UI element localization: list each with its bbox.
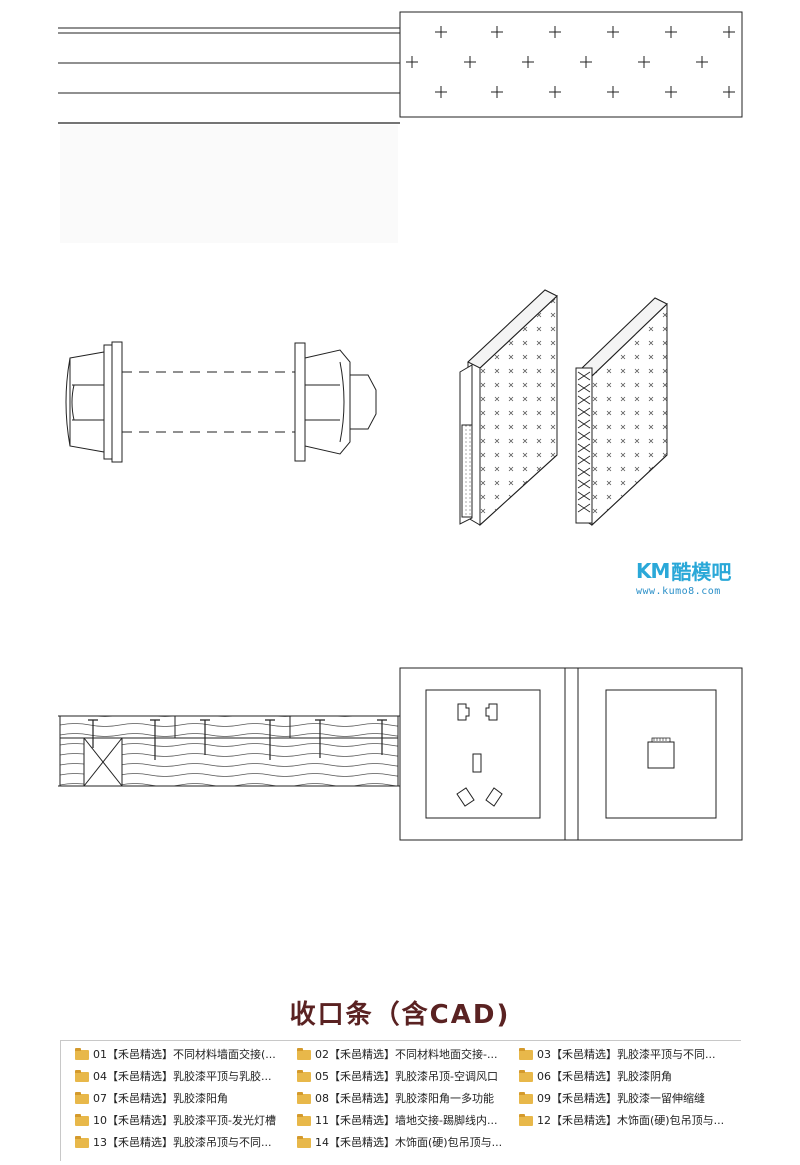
file-label: 12【禾邑精选】木饰面(硬)包吊顶与...	[537, 1114, 725, 1127]
folder-icon	[75, 1070, 89, 1082]
file-item[interactable]: 13【禾邑精选】乳胶漆吊顶与不同...	[75, 1131, 297, 1153]
wall-socket-drawing	[399, 667, 743, 841]
folder-icon	[75, 1136, 89, 1148]
file-explorer-list: 01【禾邑精选】不同材料墙面交接(... 02【禾邑精选】不同材料地面交接-..…	[60, 1040, 741, 1161]
file-item[interactable]: 08【禾邑精选】乳胶漆阳角一多功能	[297, 1087, 519, 1109]
file-label: 06【禾邑精选】乳胶漆阴角	[537, 1070, 672, 1083]
folder-icon	[297, 1114, 311, 1126]
file-label: 11【禾邑精选】墙地交接-踢脚线内...	[315, 1114, 498, 1127]
file-item[interactable]: 02【禾邑精选】不同材料地面交接-...	[297, 1043, 519, 1065]
folder-icon	[297, 1070, 311, 1082]
folder-icon	[519, 1092, 533, 1104]
folder-icon	[75, 1114, 89, 1126]
file-label: 08【禾邑精选】乳胶漆阳角一多功能	[315, 1092, 494, 1105]
cross-pattern-panel	[399, 11, 743, 118]
kumo-watermark-logo: KM 酷模吧 www.kumo8.com	[636, 556, 756, 598]
file-label: 04【禾邑精选】乳胶漆平顶与乳胶...	[93, 1070, 272, 1083]
folder-icon	[297, 1048, 311, 1060]
file-item[interactable]: 11【禾邑精选】墙地交接-踢脚线内...	[297, 1109, 519, 1131]
file-item[interactable]: 03【禾邑精选】乳胶漆平顶与不同...	[519, 1043, 741, 1065]
logo-brand-cn: 酷模吧	[671, 560, 732, 584]
file-item[interactable]: 10【禾邑精选】乳胶漆平顶-发光灯槽	[75, 1109, 297, 1131]
folder-icon	[297, 1092, 311, 1104]
perspective-panels-drawing	[459, 289, 668, 527]
file-item[interactable]: 14【禾邑精选】木饰面(硬)包吊顶与...	[297, 1131, 519, 1153]
file-label: 14【禾邑精选】木饰面(硬)包吊顶与...	[315, 1136, 503, 1149]
wood-screw-section-drawing	[58, 715, 400, 787]
folder-icon	[519, 1048, 533, 1060]
logo-url: www.kumo8.com	[636, 586, 721, 597]
layered-profile-drawing	[58, 27, 400, 243]
file-label: 09【禾邑精选】乳胶漆一留伸缩缝	[537, 1092, 705, 1105]
file-label: 10【禾邑精选】乳胶漆平顶-发光灯槽	[93, 1114, 276, 1127]
logo-brand: KM	[636, 558, 670, 583]
file-item[interactable]: 01【禾邑精选】不同材料墙面交接(...	[75, 1043, 297, 1065]
file-label: 01【禾邑精选】不同材料墙面交接(...	[93, 1048, 276, 1061]
folder-icon	[519, 1114, 533, 1126]
file-label: 05【禾邑精选】乳胶漆吊顶-空调风口	[315, 1070, 498, 1083]
file-item[interactable]: 06【禾邑精选】乳胶漆阴角	[519, 1065, 741, 1087]
section-title: 收口条（含CAD)	[289, 1000, 511, 1030]
file-label: 03【禾邑精选】乳胶漆平顶与不同...	[537, 1048, 716, 1061]
file-label: 13【禾邑精选】乳胶漆吊顶与不同...	[93, 1136, 272, 1149]
file-item[interactable]: 04【禾邑精选】乳胶漆平顶与乳胶...	[75, 1065, 297, 1087]
file-grid: 01【禾邑精选】不同材料墙面交接(... 02【禾邑精选】不同材料地面交接-..…	[61, 1041, 741, 1153]
file-label: 02【禾邑精选】不同材料地面交接-...	[315, 1048, 498, 1061]
file-item[interactable]: 05【禾邑精选】乳胶漆吊顶-空调风口	[297, 1065, 519, 1087]
file-item[interactable]: 07【禾邑精选】乳胶漆阳角	[75, 1087, 297, 1109]
file-item[interactable]: 09【禾邑精选】乳胶漆一留伸缩缝	[519, 1087, 741, 1109]
file-label: 07【禾邑精选】乳胶漆阳角	[93, 1092, 228, 1105]
folder-icon	[75, 1048, 89, 1060]
file-item[interactable]: 12【禾邑精选】木饰面(硬)包吊顶与...	[519, 1109, 741, 1131]
bolt-nut-drawing	[65, 341, 377, 463]
folder-icon	[519, 1070, 533, 1082]
cad-drawing-sheet	[58, 11, 743, 841]
folder-icon	[297, 1136, 311, 1148]
folder-icon	[75, 1092, 89, 1104]
